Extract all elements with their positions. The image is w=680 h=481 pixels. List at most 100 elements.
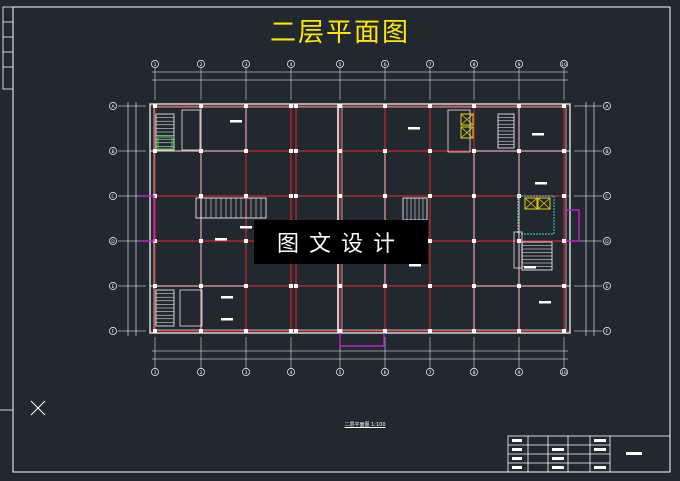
room-label	[532, 133, 544, 136]
lift-box	[524, 197, 538, 210]
axis-bubble-top	[515, 60, 523, 68]
room-label	[230, 120, 242, 123]
crosshair-icon	[30, 400, 46, 416]
axis-bubble-bottom	[381, 368, 389, 376]
column	[338, 329, 342, 333]
inner-wall-line	[153, 106, 567, 331]
axis-bubble-top-label: 5	[339, 62, 342, 68]
axis-bubble-right	[603, 282, 611, 290]
axis-bubble-top	[560, 60, 568, 68]
axis-bubble-left-label: A	[111, 104, 115, 110]
lift-cross	[460, 126, 474, 139]
column	[294, 149, 298, 153]
column	[244, 194, 248, 198]
drawing-caption: 二层平面图 1:100	[344, 422, 386, 428]
title-block	[507, 435, 671, 473]
detail-layer	[140, 109, 580, 347]
axis-bubble-left	[109, 282, 117, 290]
axis-bubble-top	[470, 60, 478, 68]
column	[244, 329, 248, 333]
column	[294, 329, 298, 333]
axis-bubble-right-label: F	[606, 329, 609, 335]
axis-bubble-top	[426, 60, 434, 68]
room-label	[535, 182, 547, 185]
column	[338, 194, 342, 198]
room-label	[221, 296, 233, 299]
column	[153, 329, 157, 333]
axis-bubble-bottom	[336, 368, 344, 376]
magenta-outline	[140, 195, 155, 242]
lift-box	[537, 197, 551, 210]
column	[428, 329, 432, 333]
axis-bubble-top-label: 6	[384, 62, 387, 68]
axis-bubble-top	[197, 60, 205, 68]
axis-bubble-top-label: 10	[561, 62, 567, 68]
column	[153, 194, 157, 198]
axis-bubble-right	[603, 327, 611, 335]
axis-bubble-right-label: E	[606, 284, 609, 290]
column	[289, 284, 293, 288]
room-label	[409, 264, 421, 267]
axis-bubble-bottom-label: 9	[518, 370, 521, 376]
magenta-outline	[339, 333, 385, 347]
axis-bubble-left	[109, 147, 117, 155]
lift-cross	[524, 197, 538, 210]
axis-bubble-top-label: 1	[154, 62, 157, 68]
axis-bubble-left	[109, 192, 117, 200]
axis-bubble-bottom-label: 6	[384, 370, 387, 376]
room-label	[240, 226, 252, 229]
room-label	[215, 238, 227, 241]
axis-bubble-top	[242, 60, 250, 68]
axis-bubble-right	[603, 102, 611, 110]
axis-bubble-bottom-label: 4	[290, 370, 293, 376]
column	[383, 329, 387, 333]
grid-layer	[150, 104, 570, 333]
axis-bubble-top	[287, 60, 295, 68]
column	[289, 149, 293, 153]
column	[244, 239, 248, 243]
lift-cross	[537, 197, 551, 210]
drawing-title: 二层平面图	[269, 18, 410, 48]
column	[289, 194, 293, 198]
axis-bubble-bottom-label: 7	[429, 370, 432, 376]
column	[294, 284, 298, 288]
highlight-zone	[517, 195, 555, 235]
service-room	[513, 231, 523, 269]
column	[289, 329, 293, 333]
axis-bubble-right	[603, 147, 611, 155]
axis-bubble-left-label: F	[112, 329, 115, 335]
column	[294, 194, 298, 198]
axis-bubble-bottom	[515, 368, 523, 376]
service-room	[181, 109, 201, 151]
axis-bubble-right	[603, 192, 611, 200]
column	[428, 284, 432, 288]
column	[289, 104, 293, 108]
axis-bubble-top-label: 7	[429, 62, 432, 68]
axis-bubble-bottom-label: 2	[200, 370, 203, 376]
axis-bubble-bottom-label: 1	[154, 370, 157, 376]
axis-bubble-top-label: 9	[518, 62, 521, 68]
axis-bubble-top-label: 2	[200, 62, 203, 68]
column	[338, 149, 342, 153]
axis-bubble-bottom-label: 3	[245, 370, 248, 376]
outer-wall	[149, 103, 571, 334]
axis-bubble-left-label: D	[111, 239, 115, 245]
column	[562, 329, 566, 333]
column	[294, 104, 298, 108]
axis-bubble-right	[603, 237, 611, 245]
sheet-border	[12, 6, 671, 473]
wall-layer	[149, 103, 571, 334]
column	[428, 104, 432, 108]
axis-bubble-top-label: 8	[473, 62, 476, 68]
axis-bubble-left	[109, 327, 117, 335]
axis-bubble-bottom	[470, 368, 478, 376]
lift-box	[460, 126, 474, 139]
column	[153, 104, 157, 108]
column	[338, 104, 342, 108]
watermark: 图文设计	[254, 220, 428, 264]
axis-bubble-bottom-label: 8	[473, 370, 476, 376]
column	[338, 284, 342, 288]
binding-strip	[0, 6, 14, 411]
